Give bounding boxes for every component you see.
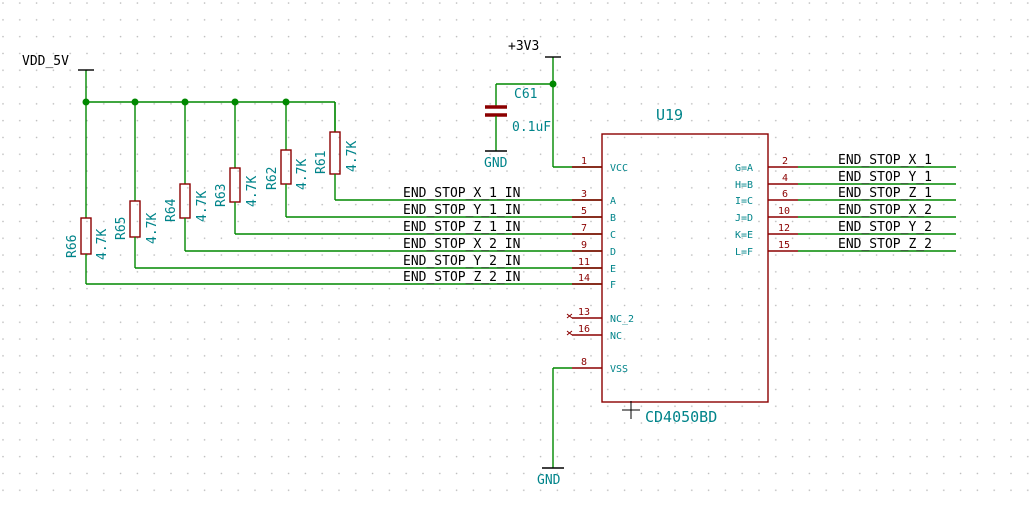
pin-num-14: 14 [578, 273, 590, 284]
net-label-z1-in[interactable]: END_STOP_Z_1_IN [403, 220, 520, 235]
pin-num-5: 5 [581, 206, 587, 217]
pin-name-d: D [610, 247, 616, 258]
r66-value: 4.7K [95, 229, 110, 260]
resistor-r63[interactable]: R63 4.7K [214, 102, 260, 234]
pin-name-a: A [610, 196, 616, 207]
pin-num-6: 6 [782, 189, 788, 200]
pin-num-2: 2 [782, 156, 788, 167]
net-label-y1[interactable]: END_STOP_Y_1 [838, 170, 932, 185]
net-label-z1[interactable]: END_STOP_Z_1 [838, 186, 932, 201]
gnd-cap-label: GND [484, 156, 508, 171]
r65-value: 4.7K [145, 213, 160, 244]
pin-num-10: 10 [778, 206, 790, 217]
resistor-r66[interactable]: R66 4.7K [65, 102, 110, 284]
net-label-z2-in[interactable]: END_STOP_Z_2_IN [403, 270, 520, 285]
ic-right-pin-numbers: 2 4 6 10 12 15 [778, 156, 790, 251]
pin-num-4: 4 [782, 173, 788, 184]
vdd-5v-power-symbol[interactable]: VDD_5V [22, 54, 94, 102]
ic-right-pins [768, 166, 798, 252]
resistor-r64[interactable]: R64 4.7K [164, 102, 210, 251]
pin-name-b: B [610, 213, 616, 224]
resistor-r65[interactable]: R65 4.7K [114, 102, 160, 268]
pin-num-16: 16 [578, 324, 590, 335]
pin-name-i: I=C [735, 196, 753, 207]
plus-3v3-label: +3V3 [508, 39, 539, 54]
r61-value: 4.7K [345, 141, 360, 172]
pin-name-nc2: NC_2 [610, 314, 634, 325]
net-label-x2-in[interactable]: END_STOP_X_2_IN [403, 237, 520, 252]
output-wires [798, 166, 956, 252]
vss-wire [552, 367, 572, 468]
resistor-r62[interactable]: R62 4.7K [265, 102, 310, 217]
pin-name-vss: VSS [610, 364, 628, 375]
c61-ref: C61 [514, 87, 537, 102]
r66-ref: R66 [65, 235, 80, 258]
net-label-y2[interactable]: END_STOP_Y_2 [838, 220, 932, 235]
r61-ref: R61 [314, 151, 329, 174]
input-wires [86, 199, 602, 285]
pin-name-e: E [610, 264, 616, 275]
resistor-r61[interactable]: R61 4.7K [314, 102, 360, 200]
pin-name-c: C [610, 230, 616, 241]
ic-u19[interactable]: U19 CD4050BD [601, 106, 769, 426]
pin-num-11: 11 [578, 257, 590, 268]
r62-value: 4.7K [295, 159, 310, 190]
pin-name-vcc: VCC [610, 163, 628, 174]
pin-name-l: L=F [735, 247, 753, 258]
pin-num-7: 7 [581, 223, 587, 234]
r64-ref: R64 [164, 198, 179, 222]
net-label-x1-in[interactable]: END_STOP_X_1_IN [403, 186, 520, 201]
capacitor-c61[interactable]: C61 0.1uF [485, 84, 551, 151]
r63-ref: R63 [214, 184, 229, 207]
gnd-symbol-ic[interactable]: GND [537, 467, 564, 488]
u19-value: CD4050BD [645, 408, 717, 426]
ic-right-pin-names: G=A H=B I=C J=D K=E L=F [735, 163, 753, 258]
pin-num-13: 13 [578, 307, 590, 318]
net-label-x2[interactable]: END_STOP_X_2 [838, 203, 932, 218]
r62-ref: R62 [265, 167, 280, 190]
gnd-ic-label: GND [537, 473, 561, 488]
net-label-x1[interactable]: END_STOP_X_1 [838, 153, 932, 168]
pin-num-15: 15 [778, 240, 790, 251]
pin-name-j: J=D [735, 213, 753, 224]
pin-num-12: 12 [778, 223, 790, 234]
ic-left-pin-numbers: 1 3 5 7 9 11 14 13 16 8 [578, 156, 590, 368]
gnd-symbol-cap[interactable]: GND [484, 150, 508, 171]
r64-value: 4.7K [195, 191, 210, 222]
output-net-labels: END_STOP_X_1 END_STOP_Y_1 END_STOP_Z_1 E… [838, 153, 932, 252]
pin-name-nc: NC [610, 331, 622, 342]
pin-num-9: 9 [581, 240, 587, 251]
pin-name-h: H=B [735, 180, 753, 191]
u19-ref: U19 [656, 106, 683, 124]
plus-3v3-power-symbol[interactable]: +3V3 [508, 39, 561, 84]
no-connect-markers [566, 313, 573, 336]
input-net-labels: END_STOP_X_1_IN END_STOP_Y_1_IN END_STOP… [403, 186, 520, 285]
pin-name-f: F [610, 280, 616, 291]
net-label-z2[interactable]: END_STOP_Z_2 [838, 237, 932, 252]
pin-name-k: K=E [735, 230, 753, 241]
net-label-y1-in[interactable]: END_STOP_Y_1_IN [403, 203, 520, 218]
pin-num-1: 1 [581, 156, 587, 167]
net-label-y2-in[interactable]: END_STOP_Y_2_IN [403, 254, 520, 269]
pin-num-3: 3 [581, 189, 587, 200]
r65-ref: R65 [114, 217, 129, 240]
c61-value: 0.1uF [512, 120, 551, 135]
r63-value: 4.7K [245, 176, 260, 207]
ic-left-pin-names: VCC A B C D E F NC_2 NC VSS [610, 163, 634, 375]
vdd-5v-label: VDD_5V [22, 54, 69, 69]
pin-num-8: 8 [581, 357, 587, 368]
pin-name-g: G=A [735, 163, 753, 174]
ic-left-pins [572, 166, 602, 369]
